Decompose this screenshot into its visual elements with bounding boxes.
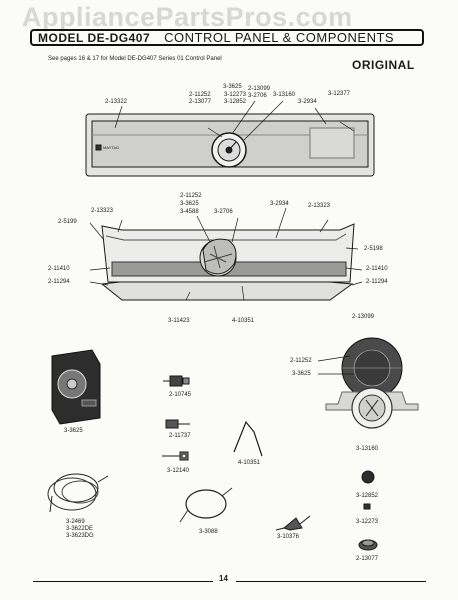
callout-2-13077-b: 2-13077 xyxy=(356,556,379,562)
callout-2-11410-left: 2-11410 xyxy=(48,266,70,272)
connector-2-10745 xyxy=(163,375,190,387)
callout-2-11410-right: 2-11410 xyxy=(366,266,388,272)
spring-wire xyxy=(233,420,263,457)
callout-3-2469: 3-2469 xyxy=(66,519,85,525)
model-number: MODEL DE-DG407 xyxy=(38,30,151,45)
timer-assembly xyxy=(199,238,237,277)
callout-2-11252-c: 2-11252 xyxy=(290,358,312,364)
timer-motor xyxy=(51,349,101,425)
callout-3-3622de: 3-3622DE xyxy=(66,526,94,532)
callout-3-2706-b: 3-2706 xyxy=(214,209,233,215)
callout-2-11294-left: 2-11294 xyxy=(48,279,70,285)
callout-3-2706: 3-2706 xyxy=(248,93,267,99)
callout-3-3088: 3-3088 xyxy=(199,529,218,535)
callout-3-3625-d: 3-3625 xyxy=(64,428,83,434)
callout-2-11252: 2-11252 xyxy=(189,92,211,98)
callout-4-10351: 4-10351 xyxy=(232,318,255,324)
callout-3-3625: 3-3625 xyxy=(223,84,242,90)
callout-2-5198: 2-5198 xyxy=(364,246,383,252)
callout-3-12140: 3-12140 xyxy=(167,468,190,474)
callout-3-2934-b: 3-2934 xyxy=(270,201,289,207)
brand-logo-icon xyxy=(95,144,102,151)
page-title: CONTROL PANEL & COMPONENTS xyxy=(164,30,395,45)
callout-2-13099-b: 2-13099 xyxy=(352,314,375,320)
original-label: ORIGINAL xyxy=(352,58,415,72)
connector-2-11737 xyxy=(165,419,190,429)
wire-connector-3-10376 xyxy=(275,515,311,531)
callout-3-12273-b: 3-12273 xyxy=(356,519,379,525)
reference-note: See pages 16 & 17 for Model DE-DG407 Ser… xyxy=(48,56,222,62)
callout-3-12852-b: 3-12852 xyxy=(356,493,379,499)
footer-rule-right xyxy=(236,581,426,582)
timer-dial xyxy=(211,132,247,168)
brand-label: MAYTAG xyxy=(103,145,119,150)
callout-3-4588: 3-4588 xyxy=(180,209,199,215)
footer-rule-left xyxy=(33,581,213,582)
callout-3-2934: 3-2934 xyxy=(298,99,317,105)
callout-3-13160: 3-13160 xyxy=(273,92,296,98)
watermark-text: AppliancePartsPros.com xyxy=(22,2,353,32)
callout-2-13323-right: 2-13323 xyxy=(308,203,331,209)
callout-3-11423: 3-11423 xyxy=(168,318,190,324)
callout-2-13099: 2-13099 xyxy=(248,86,271,92)
dial-face xyxy=(341,337,403,399)
callout-4-10351-b: 4-10351 xyxy=(238,460,261,466)
clip-3-12273 xyxy=(363,503,371,510)
terminal-3-12140 xyxy=(162,451,189,461)
page-number: 14 xyxy=(219,574,228,583)
wire-harness-coil xyxy=(47,473,109,513)
callout-2-11294-right: 2-11294 xyxy=(366,279,388,285)
callout-3-3623dg: 3-3623DG xyxy=(66,533,94,539)
knob-2-13077 xyxy=(358,539,378,551)
callout-2-5199: 2-5199 xyxy=(58,219,77,225)
callout-2-13322: 2-13322 xyxy=(105,99,128,105)
title-bar: MODEL DE-DG407 CONTROL PANEL & COMPONENT… xyxy=(30,29,424,46)
callout-2-10745: 2-10745 xyxy=(169,392,192,398)
callout-3-13160-b: 3-13160 xyxy=(356,446,379,452)
knob-small-3-12852 xyxy=(361,470,375,484)
callout-3-3625-c: 3-3625 xyxy=(292,371,311,377)
callout-3-12273: 3-12273 xyxy=(224,92,247,98)
callout-2-13323-left: 2-13323 xyxy=(91,208,114,214)
callout-3-12852: 3-12852 xyxy=(224,99,247,105)
callout-3-10376: 3-10376 xyxy=(277,534,300,540)
callout-3-3625-b: 3-3625 xyxy=(180,201,199,207)
callout-2-11737: 2-11737 xyxy=(169,433,191,439)
timer-knob-skirt xyxy=(351,387,393,429)
callout-3-12377: 3-12377 xyxy=(328,91,351,97)
wire-harness-loop xyxy=(179,487,233,523)
callout-2-13077: 2-13077 xyxy=(189,99,212,105)
callout-2-11252-b: 2-11252 xyxy=(180,193,202,199)
